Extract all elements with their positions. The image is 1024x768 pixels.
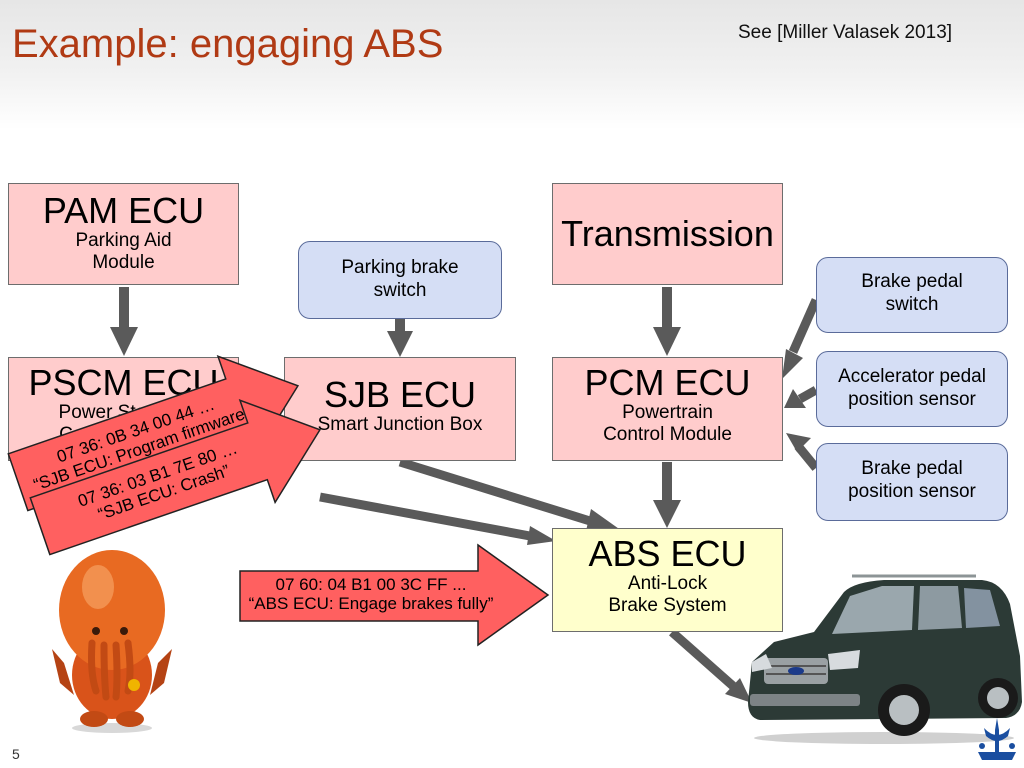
- node-brake-pedal-sensor: Brake pedal position sensor: [816, 443, 1008, 521]
- pcm-ecu-line1: Powertrain: [622, 402, 713, 423]
- pam-ecu-line1: Parking Aid: [75, 230, 172, 251]
- node-accelerator-pedal-sensor: Accelerator pedal position sensor: [816, 351, 1008, 427]
- message-engage-arrow-shape: [239, 543, 550, 647]
- pcm-ecu-title: PCM ECU: [584, 362, 751, 403]
- brake-pedal-sensor-line2: position sensor: [848, 481, 976, 502]
- header-band: [0, 0, 1024, 130]
- edge-pcm-to-abs: [653, 462, 681, 528]
- edge-sjb-to-abs: [398, 457, 592, 526]
- message-crash-arrow-shape: [29, 398, 322, 556]
- node-sjb-ecu: SJB ECU Smart Junction Box: [284, 357, 516, 461]
- message-engage-line2: “ABS ECU: Engage brakes fully”: [248, 594, 494, 613]
- university-logo: [978, 718, 1016, 760]
- edge-brake-switch-to-pcm: [788, 298, 821, 354]
- brake-pedal-switch-line1: Brake pedal: [861, 271, 963, 292]
- edge-transmission-to-pcm: [653, 287, 681, 356]
- edge-pscm-to-abs: [319, 492, 531, 541]
- slide-title: Example: engaging ABS: [12, 22, 444, 66]
- parking-brake-line2: switch: [373, 280, 427, 301]
- node-transmission: Transmission: [552, 183, 783, 285]
- node-pcm-ecu: PCM ECU Powertrain Control Module: [552, 357, 783, 461]
- brake-pedal-sensor-line1: Brake pedal: [861, 458, 963, 479]
- mascot-illustration: [52, 550, 172, 733]
- edge-accel-sensor-to-pcm: [797, 386, 819, 403]
- message-engage-line1: 07 60: 04 B1 00 3C FF ...: [275, 575, 467, 594]
- node-abs-ecu: ABS ECU Anti-Lock Brake System: [552, 528, 783, 632]
- brake-pedal-switch-line2: switch: [885, 294, 939, 315]
- node-parking-brake-switch: Parking brake switch: [298, 241, 502, 319]
- message-engage-text: 07 60: 04 B1 00 3C FF ... “ABS ECU: Enga…: [240, 575, 502, 613]
- sjb-ecu-line1: Smart Junction Box: [317, 414, 483, 435]
- abs-ecu-line2: Brake System: [608, 595, 727, 616]
- sjb-ecu-title: SJB ECU: [323, 374, 477, 415]
- accel-sensor-line1: Accelerator pedal: [838, 366, 986, 387]
- abs-ecu-line1: Anti-Lock: [627, 573, 708, 594]
- edge-parking-brake-to-sjb: [387, 319, 413, 357]
- reference-citation: See [Miller Valasek 2013]: [738, 22, 953, 43]
- parking-brake-line1: Parking brake: [341, 257, 459, 278]
- edge-brake-sensor-to-pcm: [794, 443, 820, 471]
- pcm-ecu-line2: Control Module: [603, 424, 732, 445]
- car-photo: [748, 574, 1022, 744]
- node-brake-pedal-switch: Brake pedal switch: [816, 257, 1008, 333]
- pam-ecu-title: PAM ECU: [42, 190, 205, 231]
- message-crash: 07 36: 03 B1 7E 80 … “SJB ECU: Crash”: [20, 376, 340, 580]
- page-number: 5: [12, 746, 20, 762]
- edge-pam-to-pscm: [110, 287, 138, 356]
- message-engage-brakes: 07 60: 04 B1 00 3C FF ... “ABS ECU: Enga…: [238, 543, 550, 647]
- pam-ecu-line2: Module: [92, 252, 155, 273]
- edge-abs-to-car: [669, 628, 736, 690]
- node-pam-ecu: PAM ECU Parking Aid Module: [8, 183, 239, 285]
- abs-ecu-title: ABS ECU: [588, 533, 747, 574]
- accel-sensor-line2: position sensor: [848, 389, 976, 410]
- transmission-title: Transmission: [561, 213, 774, 254]
